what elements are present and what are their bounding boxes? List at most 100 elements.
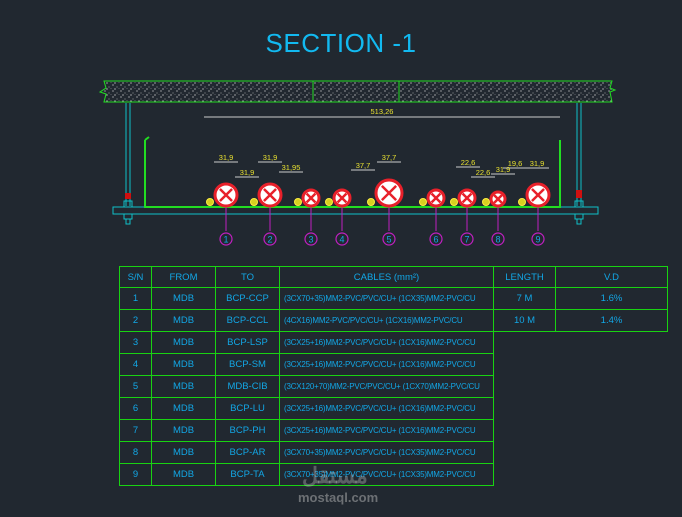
cable-tag-bubble	[304, 232, 318, 246]
cable-cross-icon	[305, 192, 317, 204]
cable-tag-label: 6	[433, 235, 438, 245]
cell-from: MDB	[151, 463, 216, 486]
earth-conductor-icon	[367, 198, 375, 206]
cable-tag-label: 2	[267, 235, 272, 245]
cell-vd	[556, 464, 668, 486]
earth-conductor-icon	[325, 198, 333, 206]
header-to: TO	[215, 266, 280, 288]
cable-tag-label: 8	[495, 235, 500, 245]
cable-tag-bubble	[219, 232, 233, 246]
cell-vd	[556, 354, 668, 376]
cell-length	[494, 354, 556, 376]
cable-tag-bubble	[531, 232, 545, 246]
drawing-title: SECTION -1	[265, 28, 417, 58]
cell-to: BCP-TA	[215, 463, 280, 486]
cable-cross-icon	[461, 192, 473, 204]
earth-conductor-icon	[450, 198, 458, 206]
cell-length: 10 M	[493, 309, 556, 332]
watermark-logo: مستقل	[302, 463, 368, 488]
cell-from: MDB	[151, 375, 216, 398]
earth-conductor-icon	[518, 198, 526, 206]
cell-cables: (3CX70+35)MM2-PVC/PVC/CU+ (1CX35)MM2-PVC…	[279, 441, 494, 464]
cell-length	[494, 442, 556, 464]
table-header-row: S/N FROM TO CABLES (mm²) LENGTH V.D	[119, 266, 668, 288]
header-cables: CABLES (mm²)	[279, 266, 494, 288]
cell-cables: (3CX25+16)MM2-PVC/PVC/CU+ (1CX16)MM2-PVC…	[279, 353, 494, 376]
cell-sn: 9	[119, 463, 152, 486]
cable-dimension-label: 31,9	[530, 159, 545, 168]
earth-conductor-icon	[419, 198, 427, 206]
cell-cables: (3CX70+35)MM2-PVC/PVC/CU+ (1CX35)MM2-PVC…	[279, 463, 494, 486]
cable-tray	[112, 136, 599, 215]
cell-vd	[556, 332, 668, 354]
cell-from: MDB	[151, 419, 216, 442]
cell-sn: 1	[119, 287, 152, 310]
header-vd: V.D	[555, 266, 668, 288]
cable-tag-bubble	[460, 232, 474, 246]
cell-from: MDB	[151, 353, 216, 376]
hanger-rod-right	[574, 103, 584, 225]
cable-tag-label: 4	[339, 235, 344, 245]
concrete-slab	[98, 80, 617, 103]
cell-to: BCP-LU	[215, 397, 280, 420]
cell-sn: 2	[119, 309, 152, 332]
cell-sn: 5	[119, 375, 152, 398]
cable-tag-bubble	[491, 232, 505, 246]
cell-cables: (3CX25+16)MM2-PVC/PVC/CU+ (1CX16)MM2-PVC…	[279, 331, 494, 354]
cell-from: MDB	[151, 441, 216, 464]
cell-vd: 1.6%	[555, 287, 668, 310]
cell-vd	[556, 442, 668, 464]
cell-to: MDB-CIB	[215, 375, 280, 398]
cell-cables: (3CX120+70)MM2-PVC/PVC/CU+ (1CX70)MM2-PV…	[279, 375, 494, 398]
cell-vd	[556, 376, 668, 398]
cable-tag-label: 1	[223, 235, 228, 245]
earth-conductor-icon	[206, 198, 214, 206]
cable-dimension-label: 31,9	[240, 168, 255, 177]
cell-sn: 3	[119, 331, 152, 354]
cable-dimension-label: 22,6	[461, 158, 476, 167]
header-from: FROM	[151, 266, 216, 288]
overall-dimension: 513,26	[204, 107, 560, 118]
cell-from: MDB	[151, 287, 216, 310]
cell-cables: (4CX16)MM2-PVC/PVC/CU+ (1CX16)MM2-PVC/CU	[279, 309, 494, 332]
cell-from: MDB	[151, 309, 216, 332]
cable-tag-label: 3	[308, 235, 313, 245]
overall-dimension-label: 513,26	[371, 107, 394, 116]
cable-dimension-label: 22,6	[476, 168, 491, 177]
cell-length	[494, 376, 556, 398]
earth-conductor-icon	[250, 198, 258, 206]
watermark-url: mostaql.com	[298, 490, 379, 505]
cell-cables: (3CX70+35)MM2-PVC/PVC/CU+ (1CX35)MM2-PVC…	[279, 287, 494, 310]
cable-cross-icon	[219, 188, 233, 202]
cable-tag-label: 5	[386, 235, 391, 245]
cable-dimension-label: 37,7	[356, 161, 371, 170]
cell-sn: 4	[119, 353, 152, 376]
cell-length	[494, 332, 556, 354]
cable-tag-label: 9	[535, 235, 540, 245]
cable-dimension-label: 31,9	[219, 153, 234, 162]
cell-to: BCP-CCP	[215, 287, 280, 310]
cell-vd: 1.4%	[555, 309, 668, 332]
cell-length	[494, 420, 556, 442]
cell-to: BCP-LSP	[215, 331, 280, 354]
header-sn: S/N	[119, 266, 152, 288]
cable-dimension-label: 31,95	[282, 163, 301, 172]
cell-sn: 8	[119, 441, 152, 464]
cable-tag-bubble	[263, 232, 277, 246]
cable-dimension-label: 31,9	[263, 153, 278, 162]
cell-from: MDB	[151, 331, 216, 354]
cable-tag-label: 7	[464, 235, 469, 245]
cell-to: BCP-SM	[215, 353, 280, 376]
header-length: LENGTH	[493, 266, 556, 288]
cell-cables: (3CX25+16)MM2-PVC/PVC/CU+ (1CX16)MM2-PVC…	[279, 397, 494, 420]
cable-tag-bubble	[382, 232, 396, 246]
